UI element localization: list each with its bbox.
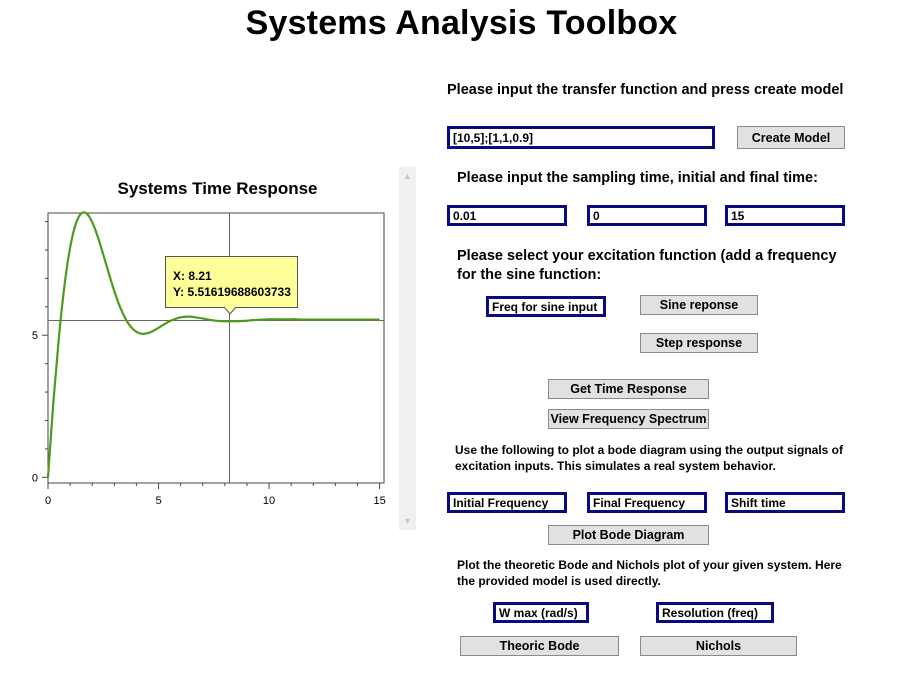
plot-area bbox=[47, 212, 385, 484]
excitation-prompt: Please select your excitation function (… bbox=[457, 247, 837, 285]
x-tick-label: 15 bbox=[373, 495, 385, 507]
transfer-function-input[interactable] bbox=[447, 126, 715, 149]
data-point-tooltip: X: 8.21 Y: 5.51619688603733 bbox=[165, 256, 298, 308]
tooltip-pointer bbox=[224, 306, 237, 315]
get-time-response-button[interactable]: Get Time Response bbox=[548, 379, 709, 399]
sine-frequency-input[interactable] bbox=[486, 296, 606, 317]
x-tick-label: 0 bbox=[45, 495, 51, 507]
final-frequency-input[interactable] bbox=[587, 492, 707, 513]
chevron-down-icon[interactable]: ▼ bbox=[403, 516, 412, 526]
time-response-chart[interactable]: 0 5 10 15 0 5 bbox=[0, 200, 400, 520]
transfer-function-prompt: Please input the transfer function and p… bbox=[447, 82, 844, 98]
resolution-input[interactable] bbox=[656, 602, 774, 623]
sampling-time-input[interactable] bbox=[447, 205, 567, 226]
y-tick-label: 5 bbox=[32, 330, 38, 342]
initial-frequency-input[interactable] bbox=[447, 492, 567, 513]
nichols-button[interactable]: Nichols bbox=[640, 636, 797, 656]
chart-scrollbar[interactable]: ▲ ▼ bbox=[399, 167, 416, 530]
bode-prompt: Use the following to plot a bode diagram… bbox=[455, 442, 843, 474]
x-tick-label: 10 bbox=[263, 495, 275, 507]
shift-time-input[interactable] bbox=[725, 492, 845, 513]
tooltip-y: Y: 5.51619688603733 bbox=[173, 285, 291, 299]
view-frequency-spectrum-button[interactable]: View Frequency Spectrum bbox=[548, 409, 709, 429]
response-series-line bbox=[46, 211, 380, 478]
final-time-input[interactable] bbox=[725, 205, 845, 226]
app-title: Systems Analysis Toolbox bbox=[245, 4, 678, 42]
chart-title: Systems Time Response bbox=[117, 179, 318, 198]
theoric-bode-button[interactable]: Theoric Bode bbox=[460, 636, 619, 656]
theoretic-prompt-line1: Plot the theoretic Bode and Nichols plot… bbox=[457, 558, 842, 572]
theoretic-prompt: Plot the theoretic Bode and Nichols plot… bbox=[457, 557, 842, 589]
chevron-up-icon[interactable]: ▲ bbox=[403, 171, 412, 181]
tooltip-x: X: 8.21 bbox=[173, 269, 212, 283]
create-model-button[interactable]: Create Model bbox=[737, 126, 845, 149]
step-response-button[interactable]: Step response bbox=[640, 333, 758, 353]
x-tick-label: 5 bbox=[155, 495, 161, 507]
bode-prompt-line1: Use the following to plot a bode diagram… bbox=[455, 443, 843, 457]
initial-time-input[interactable] bbox=[587, 205, 707, 226]
theoretic-prompt-line2: the provided model is used directly. bbox=[457, 574, 661, 588]
y-tick-label: 0 bbox=[32, 472, 38, 484]
sine-response-button[interactable]: Sine reponse bbox=[640, 295, 758, 315]
plot-bode-diagram-button[interactable]: Plot Bode Diagram bbox=[548, 525, 709, 545]
wmax-input[interactable] bbox=[493, 602, 589, 623]
timing-prompt: Please input the sampling time, initial … bbox=[457, 170, 818, 186]
excitation-prompt-line1: Please select your excitation function (… bbox=[457, 248, 837, 264]
excitation-prompt-line2: for the sine function: bbox=[457, 267, 602, 283]
bode-prompt-line2: excitation inputs. This simulates a real… bbox=[455, 459, 776, 473]
